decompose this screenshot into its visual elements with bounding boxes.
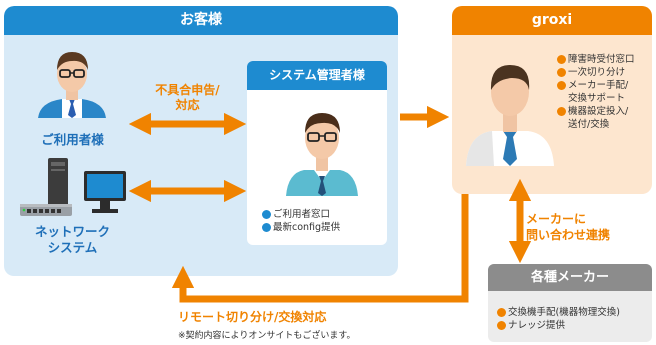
user-person-icon (38, 52, 106, 118)
remote-return-arrow (171, 194, 469, 303)
groxi-bullet: 障害時受付窓口 (557, 53, 635, 66)
remote-note: ※契約内容によりオンサイトもございます。 (178, 331, 356, 341)
sysadmin-header: システム管理者様 (247, 61, 387, 90)
user-label: ご利用者様 (41, 132, 104, 147)
makers-bullet: ナレッジ提供 (497, 319, 620, 332)
issue-label-line1: 不具合申告/ (155, 83, 220, 97)
groxi-header: groxi (452, 6, 652, 35)
groxi-bullet: メーカー手配/ (557, 79, 635, 92)
sysadmin-person-icon (286, 113, 358, 196)
customer-header: お客様 (4, 6, 398, 35)
makers-bullet-list: 交換機手配(機器物理交換) ナレッジ提供 (497, 306, 620, 332)
network-system-icon (20, 158, 126, 216)
network-label-line1: ネットワーク (34, 224, 110, 239)
groxi-bullet-list: 障害時受付窓口 一次切り分け メーカー手配/ 交換サポート 機器設定投入/ 送付… (557, 53, 635, 131)
sysadmin-bullet-list: ご利用者窓口 最新config提供 (262, 208, 340, 234)
groxi-bullet-continuation: 交換サポート (568, 93, 626, 104)
makers-header: 各種メーカー (488, 264, 652, 291)
sysadmin-bullet: 最新config提供 (262, 221, 340, 234)
sysadmin-bullet: ご利用者窓口 (262, 208, 340, 221)
groxi-person-icon (466, 65, 554, 166)
groxi-bullet-continuation: 送付/交換 (568, 119, 610, 130)
network-label-line2: システム (47, 240, 98, 255)
issue-label-line2: 対応 (175, 98, 200, 112)
maker-link-line2: 問い合わせ連携 (526, 228, 611, 242)
groxi-bullet: 機器設定投入/ (557, 105, 635, 118)
maker-link-line1: メーカーに (526, 212, 587, 226)
groxi-bullet: 一次切り分け (557, 66, 635, 79)
makers-bullet: 交換機手配(機器物理交換) (497, 306, 620, 319)
makers-card: 各種メーカー (488, 264, 652, 342)
remote-title: リモート切り分け/交換対応 (178, 310, 327, 324)
